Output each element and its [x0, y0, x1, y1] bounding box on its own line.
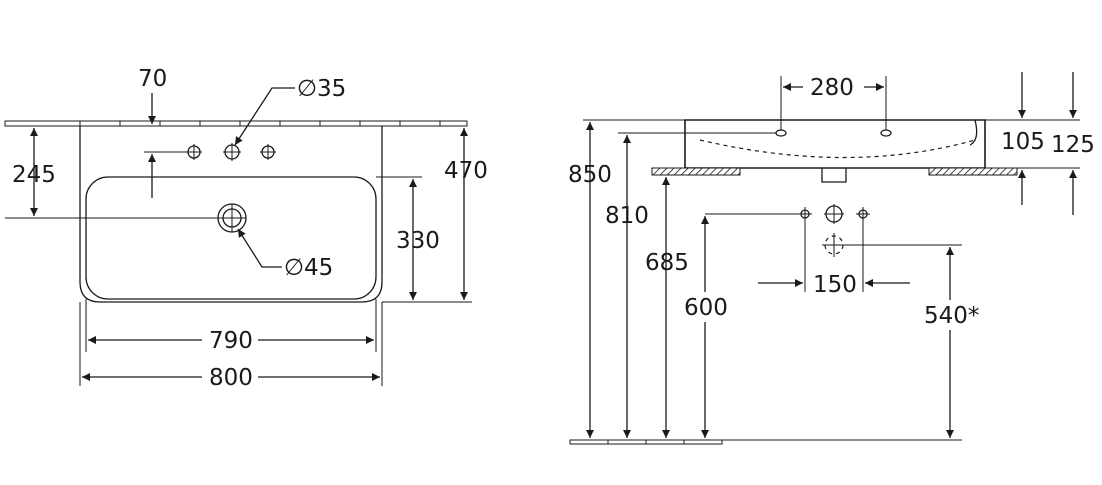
diameter-35-label: ∅35 — [297, 76, 346, 102]
dimension-790-label: 790 — [209, 328, 253, 354]
basin-side-profile — [684, 119, 986, 169]
dimension-150-label: 150 — [813, 272, 857, 298]
dimension-800-label: 800 — [209, 365, 253, 391]
dimension-105-label: 105 — [1001, 129, 1045, 155]
counter-slab-left — [651, 167, 741, 176]
wall-ticks — [79, 121, 441, 126]
dimension-280-label: 280 — [810, 75, 854, 101]
drain-outlet — [821, 168, 847, 183]
diameter-45-label: ∅45 — [284, 255, 333, 281]
bowl-hidden-line — [699, 139, 976, 159]
dimension-685-label: 685 — [645, 250, 689, 276]
dimension-810-label: 810 — [605, 203, 649, 229]
dimension-245-label: 245 — [12, 162, 56, 188]
basin-outer-outline — [79, 126, 383, 303]
dimension-850-label: 850 — [568, 162, 612, 188]
wall-strip — [4, 120, 468, 127]
dimension-70-label: 70 — [138, 66, 167, 92]
dimension-470-label: 470 — [444, 158, 488, 184]
drain-symbol — [217, 203, 247, 233]
basin-bowl-outline — [85, 176, 377, 300]
dimension-125-label: 125 — [1051, 132, 1095, 158]
side-view: 280 105 125 850 810 685 — [568, 72, 1095, 445]
wall-connection-symbols — [798, 204, 870, 257]
dimension-330-label: 330 — [396, 228, 440, 254]
counter-slab-right — [928, 167, 1018, 176]
diameter-45-leader — [237, 228, 282, 268]
diameter-35-leader — [234, 87, 295, 146]
tap-holes — [186, 143, 276, 161]
dimension-540-label: 540* — [924, 303, 979, 329]
top-view: 245 70 ∅35 ∅45 330 470 790 800 — [4, 66, 488, 391]
dimension-600-label: 600 — [684, 295, 728, 321]
